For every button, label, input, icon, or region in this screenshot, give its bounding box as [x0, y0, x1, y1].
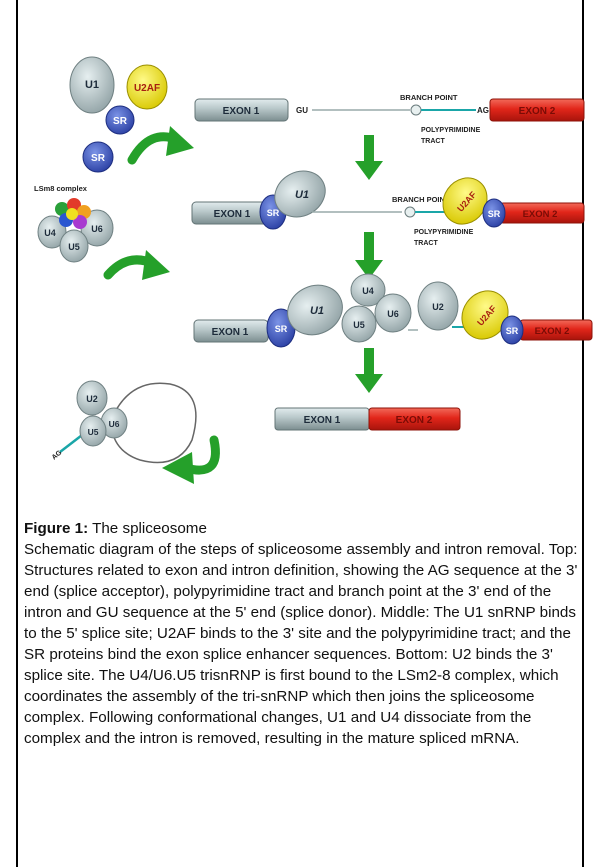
curved-arrow-2	[103, 250, 170, 280]
u4-label: U4	[362, 286, 374, 296]
exon2-label: EXON 2	[396, 415, 433, 426]
down-arrow-1	[355, 135, 383, 180]
lsm8-complex: LSm8 complex U4 U6 U5	[34, 184, 114, 263]
sr-label: SR	[506, 326, 519, 336]
free-u2af: U2AF	[126, 64, 168, 110]
sr-label: SR	[91, 153, 106, 164]
branch-point-label: BRANCH POIN	[392, 195, 445, 204]
row1-pre-mrna: EXON 1 GU BRANCH POINT POLYPYRIMIDINE TR…	[194, 93, 585, 145]
sr-label: SR	[275, 324, 288, 334]
curved-arrow-3	[162, 435, 220, 484]
exon1-label: EXON 1	[304, 415, 341, 426]
sr-label: SR	[113, 116, 128, 127]
caption-body: Schematic diagram of the steps of splice…	[24, 541, 578, 747]
u2af-label: U2AF	[134, 83, 160, 94]
down-arrow-3	[355, 348, 383, 393]
u4-label: U4	[44, 228, 56, 238]
u5-label: U5	[353, 320, 365, 330]
branch-point-label: BRANCH POINT	[400, 93, 458, 102]
u1-label: U1	[310, 305, 324, 317]
u1-label: U1	[295, 189, 309, 201]
excised-lariat: AG U2 U6 U5	[51, 380, 197, 464]
lsm8-label: LSm8 complex	[34, 184, 88, 193]
curved-arrow-1	[127, 126, 194, 165]
u5-label: U5	[88, 427, 99, 437]
sr-label: SR	[488, 209, 501, 219]
tract-label: TRACT	[414, 240, 438, 247]
exon2-label: EXON 2	[519, 106, 556, 117]
gu-label: GU	[296, 106, 308, 115]
exon1-label: EXON 1	[212, 327, 249, 338]
polypyrimidine-label: POLYPYRIMIDINE	[414, 229, 474, 236]
down-arrow-2	[355, 232, 383, 279]
exon1-label: EXON 1	[214, 209, 251, 220]
u6-label: U6	[109, 419, 120, 429]
u5-label: U5	[68, 242, 80, 252]
exon2-label: EXON 2	[535, 326, 570, 337]
u1-label: U1	[85, 79, 99, 91]
u6-label: U6	[387, 309, 399, 319]
figure-caption: Figure 1: The spliceosome Schematic diag…	[24, 518, 584, 749]
free-u1: U1	[69, 56, 115, 114]
exon2-label: EXON 2	[523, 209, 558, 220]
exon1-label: EXON 1	[223, 106, 260, 117]
free-sr-2: SR	[82, 141, 114, 173]
ag-label: AG	[477, 106, 489, 115]
sr-label: SR	[267, 208, 280, 218]
row2-complex: EXON 1 SR U1 BRANCH POIN POLYPYRIMIDINE …	[191, 170, 585, 247]
tract-label: TRACT	[421, 138, 445, 145]
row3-spliceosome: EXON 1 SR U1 U4 U6 U5 U2 EXON 2 U2AF SR	[193, 273, 593, 348]
u2-label: U2	[86, 394, 98, 404]
free-sr-1: SR	[105, 105, 135, 135]
u2-label: U2	[432, 302, 444, 312]
u6-label: U6	[91, 224, 103, 234]
spliced-mrna: EXON 1 EXON 2	[274, 407, 461, 431]
spliceosome-diagram: U1 U2AF SR SR LSm8 complex U4 U6 U5	[34, 56, 593, 484]
polypyrimidine-label: POLYPYRIMIDINE	[421, 127, 481, 134]
caption-title-rest: The spliceosome	[88, 520, 207, 537]
caption-title: Figure 1:	[24, 520, 89, 537]
